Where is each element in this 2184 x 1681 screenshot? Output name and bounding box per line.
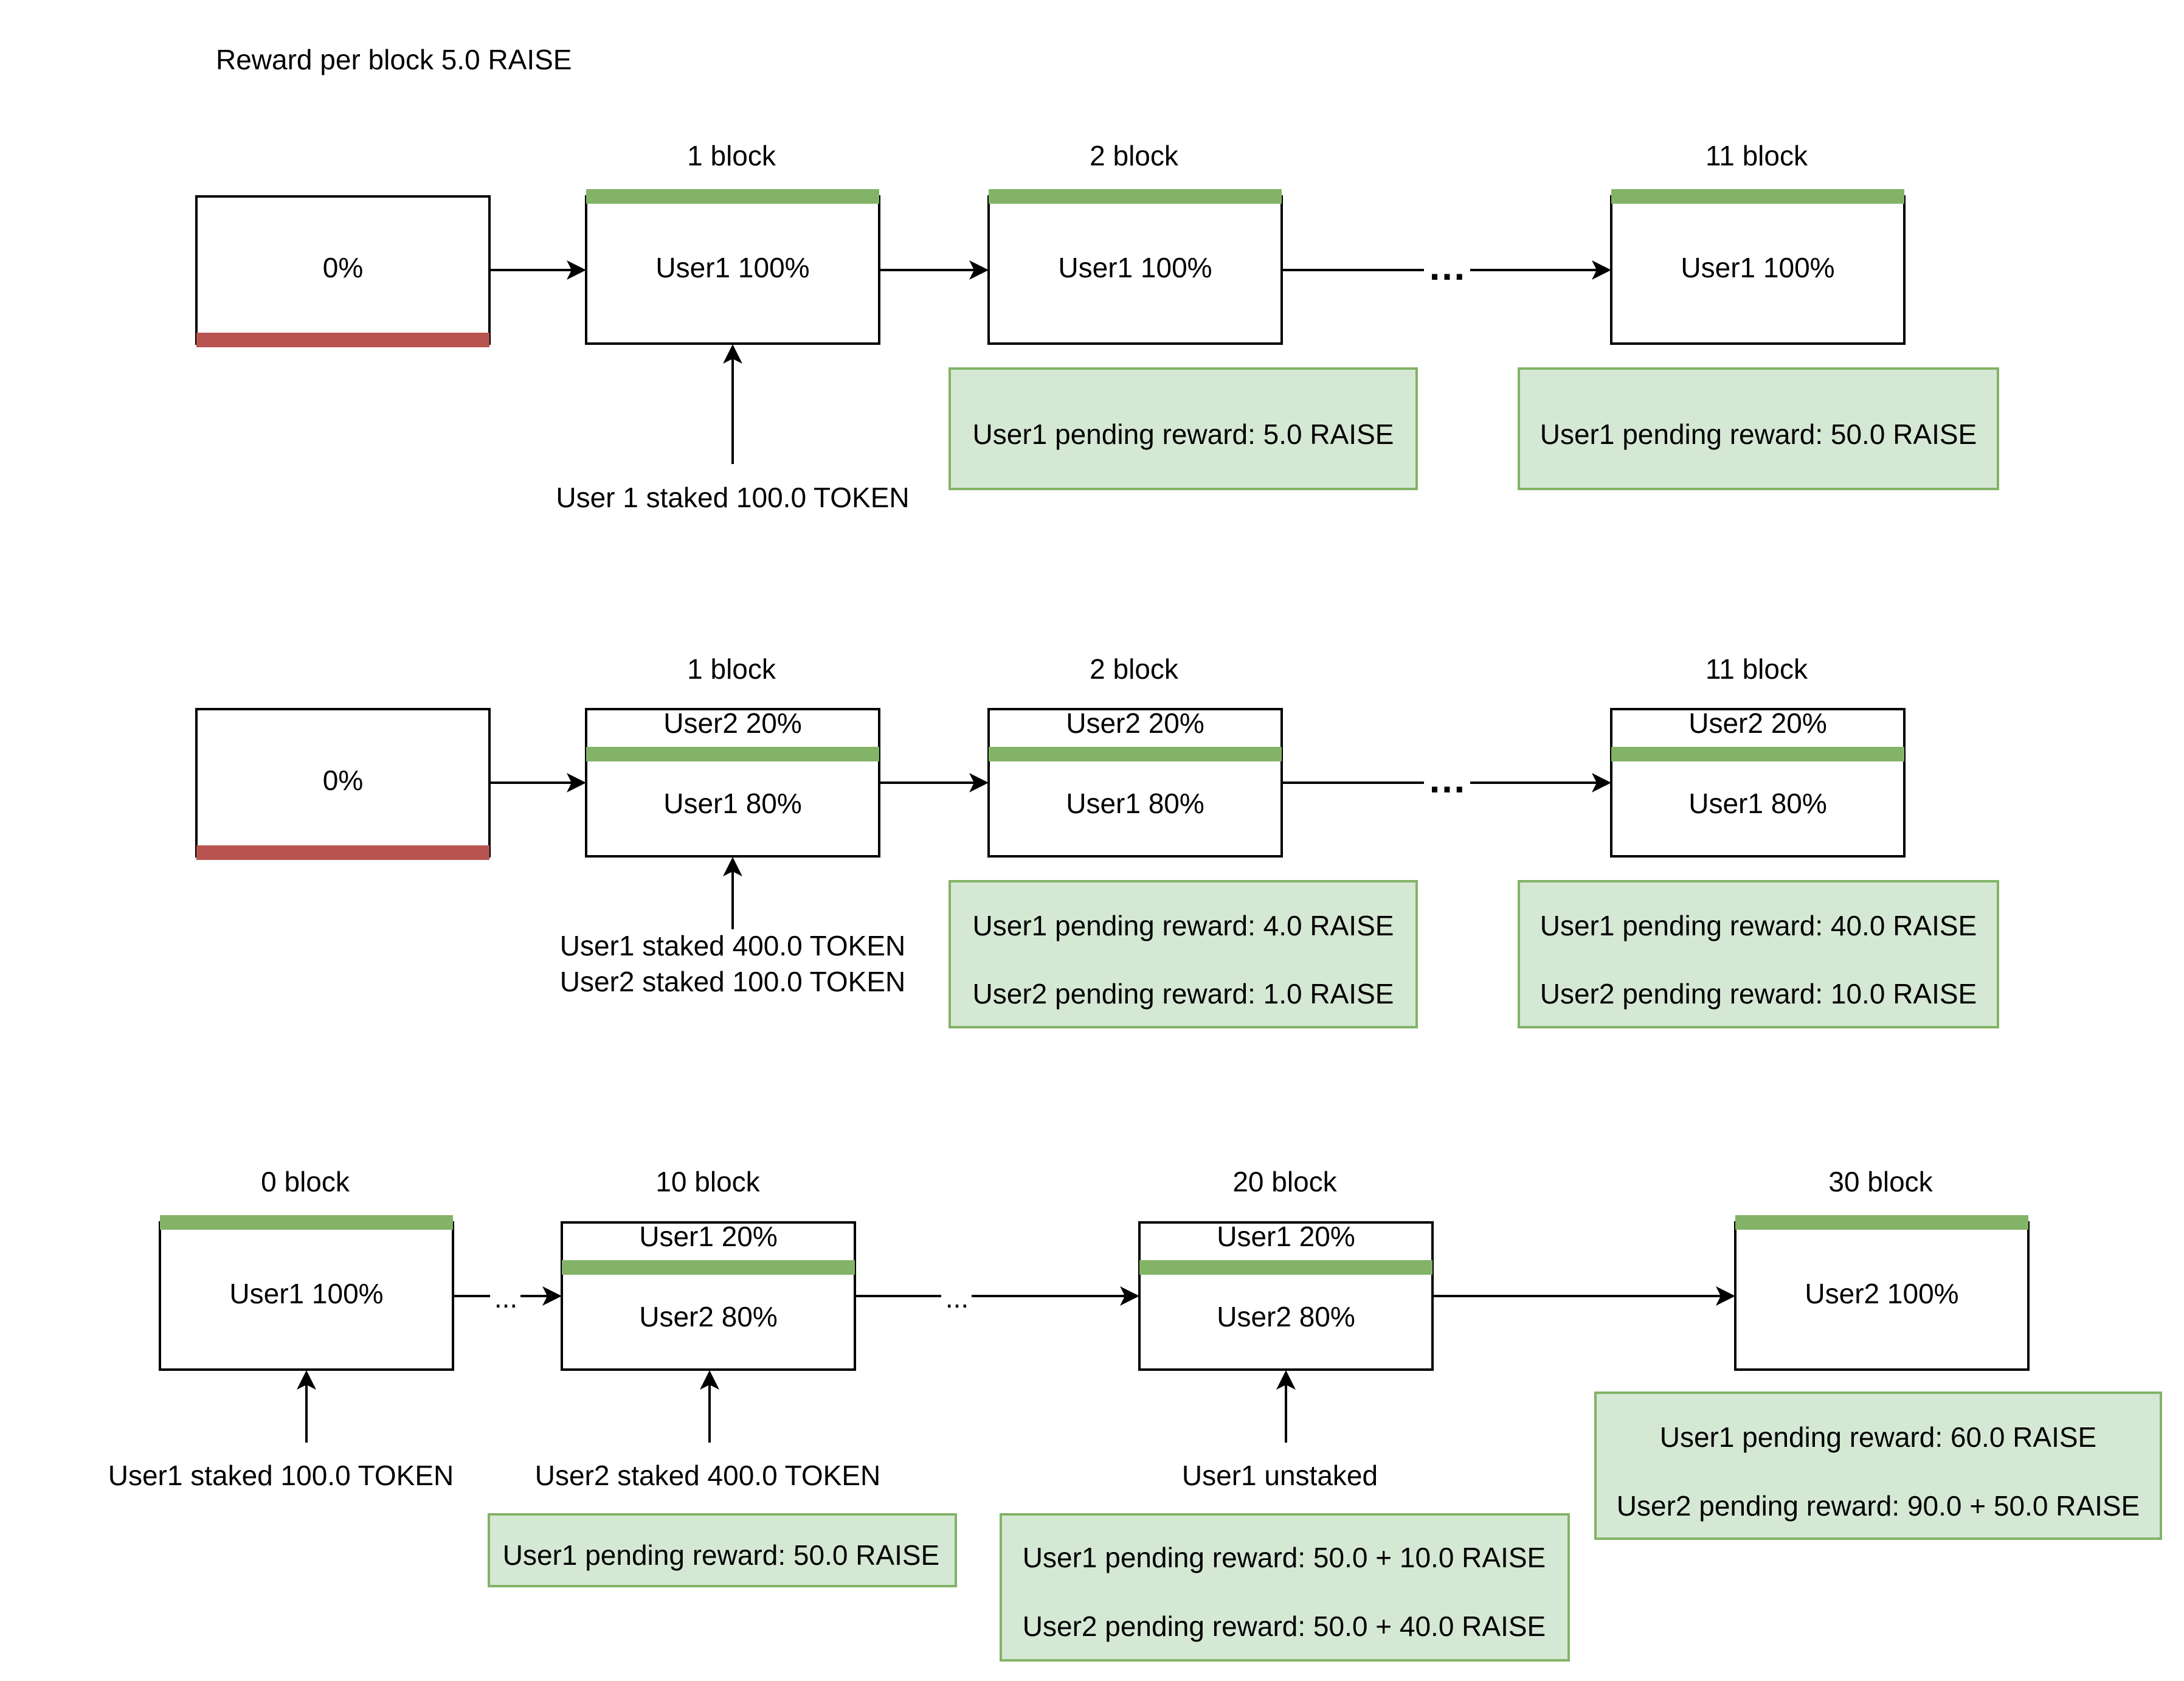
red-bar [196, 845, 489, 860]
arrow [489, 773, 586, 792]
stake-annotation: User 1 staked 100.0 TOKEN [556, 482, 909, 513]
green-bar [989, 189, 1282, 204]
block-main-label: User1 100% [229, 1278, 383, 1309]
green-bar [1611, 747, 1904, 761]
pending-reward-note [949, 880, 1418, 1028]
reward-per-block-title: Reward per block 5.0 RAISE [216, 44, 572, 75]
pending-reward-line: User1 pending reward: 4.0 RAISE [973, 910, 1394, 941]
block-main-label: User2 100% [1805, 1278, 1958, 1309]
block-box [1610, 708, 1906, 858]
pending-reward-line: User2 pending reward: 50.0 + 40.0 RAISE [1023, 1610, 1546, 1642]
pending-reward-line: User1 pending reward: 50.0 + 10.0 RAISE [1023, 1542, 1546, 1573]
block-box [1734, 1221, 2030, 1371]
block-header: 2 block [1090, 653, 1179, 685]
block-top-label: User1 20% [1217, 1221, 1355, 1252]
red-bar [196, 333, 489, 347]
block-main-label: 0% [323, 764, 363, 796]
block-header: 30 block [1828, 1166, 1933, 1197]
pending-reward-note [949, 367, 1418, 490]
green-bar [586, 747, 879, 761]
stake-arrow [723, 344, 742, 464]
pending-reward-line: User2 pending reward: 10.0 RAISE [1540, 978, 1977, 1010]
block-header: 20 block [1232, 1166, 1337, 1197]
block-top-label: User2 20% [1066, 707, 1204, 739]
stake-annotation: User1 staked 400.0 TOKEN [560, 930, 906, 962]
pending-reward-line: User2 pending reward: 1.0 RAISE [973, 978, 1394, 1010]
block-header: 1 block [687, 653, 776, 685]
arrow [520, 1286, 562, 1306]
stake-annotation: User2 staked 100.0 TOKEN [560, 966, 906, 997]
ellipsis: ... [494, 1282, 517, 1314]
pending-reward-line: User1 pending reward: 50.0 RAISE [503, 1539, 940, 1571]
arrow [1432, 1286, 1735, 1306]
block-box [195, 708, 491, 858]
unstake-annotation: User1 unstaked [1182, 1460, 1378, 1491]
block-main-label: User1 100% [1681, 252, 1834, 283]
pending-reward-note [1594, 1392, 2162, 1540]
block-box [195, 195, 491, 345]
arrow [1470, 773, 1611, 792]
block-main-label: User2 80% [1217, 1301, 1355, 1333]
block-box [1610, 195, 1906, 345]
green-bar [989, 747, 1282, 761]
stake-arrow [297, 1370, 316, 1443]
block-header: 11 block [1705, 140, 1808, 172]
green-bar [562, 1260, 855, 1275]
stake-arrow [723, 857, 742, 929]
row-1: 0% 1 block User1 100% 2 block User1 100%… [195, 140, 1999, 513]
stake-annotation: User1 staked 100.0 TOKEN [108, 1460, 454, 1491]
row-3: 0 block User1 100% 10 block User1 20% Us… [108, 1166, 2162, 1662]
stake-annotation: User2 staked 400.0 TOKEN [535, 1460, 881, 1491]
block-header: 2 block [1090, 140, 1179, 172]
block-box [561, 1221, 856, 1371]
block-main-label: 0% [323, 252, 363, 283]
arrow [972, 1286, 1139, 1306]
pending-reward-note [1000, 1513, 1570, 1662]
pending-reward-line: User1 pending reward: 40.0 RAISE [1540, 910, 1977, 941]
arrow [879, 773, 989, 792]
block-top-label: User2 20% [663, 707, 802, 739]
block-top-label: User2 20% [1688, 707, 1827, 739]
block-main-label: User1 80% [1066, 788, 1204, 819]
pending-reward-note [1518, 880, 1999, 1028]
green-bar [586, 189, 879, 204]
block-header: 1 block [687, 140, 776, 172]
block-box [987, 708, 1283, 858]
block-box [159, 1221, 454, 1371]
block-main-label: User1 100% [1058, 252, 1212, 283]
pending-reward-line: User1 pending reward: 50.0 RAISE [1540, 418, 1977, 450]
green-bar [160, 1215, 453, 1230]
arrow [1470, 260, 1611, 280]
block-box [585, 195, 880, 345]
unstake-arrow [1276, 1370, 1296, 1443]
pending-reward-note [488, 1513, 957, 1587]
green-bar [1611, 189, 1904, 204]
row-2: 0% 1 block User2 20% User1 80% 2 block U… [195, 653, 1999, 1028]
green-bar [1139, 1260, 1432, 1275]
pending-reward-line: User2 pending reward: 90.0 + 50.0 RAISE [1617, 1490, 2140, 1522]
block-top-label: User1 20% [639, 1221, 778, 1252]
ellipsis: ... [945, 1282, 969, 1314]
block-main-label: User2 80% [639, 1301, 778, 1333]
arrow [879, 260, 989, 280]
pending-reward-note [1518, 367, 1999, 490]
block-main-label: User1 80% [1688, 788, 1827, 819]
green-bar [1735, 1215, 2028, 1230]
block-box [1138, 1221, 1434, 1371]
stake-arrow [700, 1370, 719, 1443]
pending-reward-line: User1 pending reward: 5.0 RAISE [973, 418, 1394, 450]
block-main-label: User1 80% [663, 788, 802, 819]
block-header: 10 block [655, 1166, 760, 1197]
ellipsis: … [1428, 757, 1467, 801]
block-header: 0 block [261, 1166, 350, 1197]
block-main-label: User1 100% [655, 252, 809, 283]
pending-reward-line: User1 pending reward: 60.0 RAISE [1660, 1421, 2097, 1453]
arrow [489, 260, 586, 280]
ellipsis: … [1428, 244, 1467, 288]
block-header: 11 block [1705, 653, 1808, 685]
